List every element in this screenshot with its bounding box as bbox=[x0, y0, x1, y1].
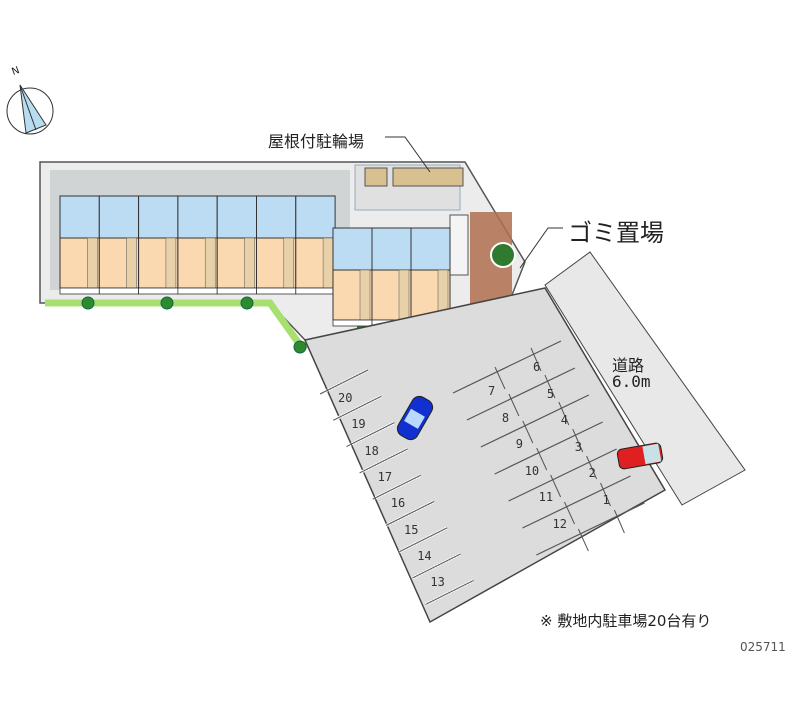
stairs bbox=[449, 214, 469, 276]
parking-lot bbox=[303, 287, 667, 624]
stall-number-17: 17 bbox=[377, 469, 393, 484]
apartment-unit-upper-1 bbox=[59, 195, 100, 295]
stall-line bbox=[398, 527, 448, 553]
apartment-unit-lower-1 bbox=[332, 227, 373, 327]
bike-rack-roofed bbox=[392, 167, 464, 187]
stall-line bbox=[452, 340, 562, 394]
parking-note: ※ 敷地内駐車場20台有り bbox=[540, 612, 712, 630]
stall-divider bbox=[536, 447, 548, 471]
stall-line bbox=[425, 579, 474, 605]
tree-icon bbox=[240, 296, 254, 310]
bike-rack-small bbox=[364, 167, 388, 187]
apartment-unit-lower-2 bbox=[371, 227, 412, 327]
stall-divider bbox=[550, 474, 562, 498]
stall-line bbox=[412, 553, 461, 579]
apartment-unit-upper-3 bbox=[138, 195, 179, 295]
stall-line bbox=[332, 395, 382, 421]
road-width-label: 6.0m bbox=[612, 372, 651, 391]
stall-divider bbox=[600, 482, 611, 507]
stall-number-1: 1 bbox=[602, 492, 610, 507]
stall-line bbox=[319, 369, 369, 395]
stall-number-3: 3 bbox=[574, 439, 582, 454]
stall-number-13: 13 bbox=[430, 575, 445, 590]
stall-number-7: 7 bbox=[488, 384, 496, 398]
stall-line bbox=[346, 422, 395, 448]
stall-line bbox=[508, 448, 617, 502]
stall-number-20: 20 bbox=[338, 391, 353, 405]
stall-divider bbox=[530, 347, 542, 372]
apartment-unit-upper-6 bbox=[256, 195, 297, 295]
apartment-unit-upper-7 bbox=[295, 195, 336, 295]
blue-car bbox=[396, 395, 434, 441]
stall-number-11: 11 bbox=[538, 490, 554, 504]
stall-divider bbox=[613, 509, 625, 534]
red-car bbox=[616, 442, 664, 470]
apartment-unit-upper-2 bbox=[98, 195, 140, 295]
apartment-unit-upper-4 bbox=[177, 195, 218, 295]
road bbox=[544, 251, 746, 506]
property-code: 025711 bbox=[740, 640, 786, 654]
stall-number-10: 10 bbox=[524, 463, 540, 478]
bike-leader-line bbox=[385, 136, 431, 173]
stall-divider bbox=[586, 455, 598, 480]
garbage-area-icon bbox=[490, 242, 516, 268]
stall-line bbox=[466, 367, 576, 421]
stall-number-9: 9 bbox=[515, 437, 524, 451]
stall-line bbox=[359, 448, 408, 474]
stall-divider bbox=[522, 420, 534, 444]
stall-number-6: 6 bbox=[533, 360, 541, 374]
stall-divider bbox=[577, 528, 589, 552]
stall-divider bbox=[508, 393, 520, 417]
stall-number-19: 19 bbox=[351, 417, 366, 432]
stall-number-5: 5 bbox=[546, 386, 555, 401]
stall-divider bbox=[558, 401, 570, 426]
compass-icon bbox=[6, 84, 54, 135]
tree-icon bbox=[293, 340, 307, 354]
apartment-unit-upper-5 bbox=[216, 195, 257, 295]
garbage-leader-line bbox=[519, 227, 563, 269]
stall-divider bbox=[564, 501, 575, 525]
stall-number-8: 8 bbox=[501, 410, 510, 425]
stall-divider bbox=[494, 366, 506, 390]
stall-line bbox=[385, 501, 435, 526]
stall-number-4: 4 bbox=[560, 413, 569, 427]
garbage-label: ゴミ置場 bbox=[568, 219, 664, 247]
stall-number-2: 2 bbox=[588, 466, 596, 480]
stall-number-16: 16 bbox=[390, 496, 406, 511]
stall-number-14: 14 bbox=[417, 548, 432, 563]
stall-line bbox=[372, 474, 422, 500]
bike-parking-label: 屋根付駐輪場 bbox=[268, 132, 365, 151]
stall-line bbox=[480, 394, 590, 448]
stall-line bbox=[494, 421, 603, 475]
stall-line bbox=[536, 502, 645, 556]
stall-divider bbox=[572, 428, 584, 453]
stall-number-18: 18 bbox=[364, 443, 379, 458]
road-name-label: 道路 bbox=[612, 356, 645, 375]
stall-number-12: 12 bbox=[552, 516, 567, 531]
stall-divider bbox=[544, 374, 556, 399]
tree-icon bbox=[81, 296, 95, 310]
stall-line bbox=[522, 475, 631, 529]
stall-number-15: 15 bbox=[404, 522, 419, 537]
tree-icon bbox=[160, 296, 174, 310]
